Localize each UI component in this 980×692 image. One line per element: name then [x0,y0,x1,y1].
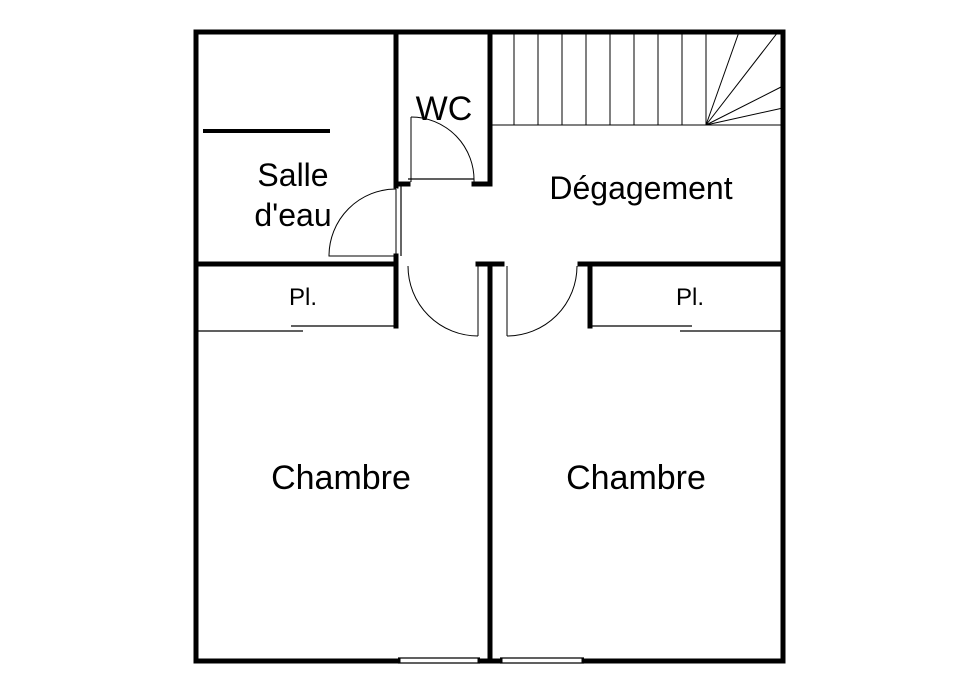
door-salle-deau [328,188,397,257]
label-placard-left: Pl. [289,284,317,311]
doors [328,116,578,337]
windows [398,657,584,664]
label-salle-deau-line2: d'eau [254,197,331,233]
interior-walls [193,29,786,664]
door-chambre-right [506,265,578,337]
label-salle-deau-line1: Salle [257,157,328,193]
label-placard-right: Pl. [676,284,704,311]
label-chambre-right: Chambre [566,459,706,497]
door-wc [410,116,475,183]
staircase [490,31,784,126]
label-wc: WC [416,90,473,128]
thin-lines [196,178,783,332]
door-chambre-left [407,265,479,337]
label-degagement: Dégagement [549,170,732,206]
label-chambre-left: Chambre [271,459,411,497]
